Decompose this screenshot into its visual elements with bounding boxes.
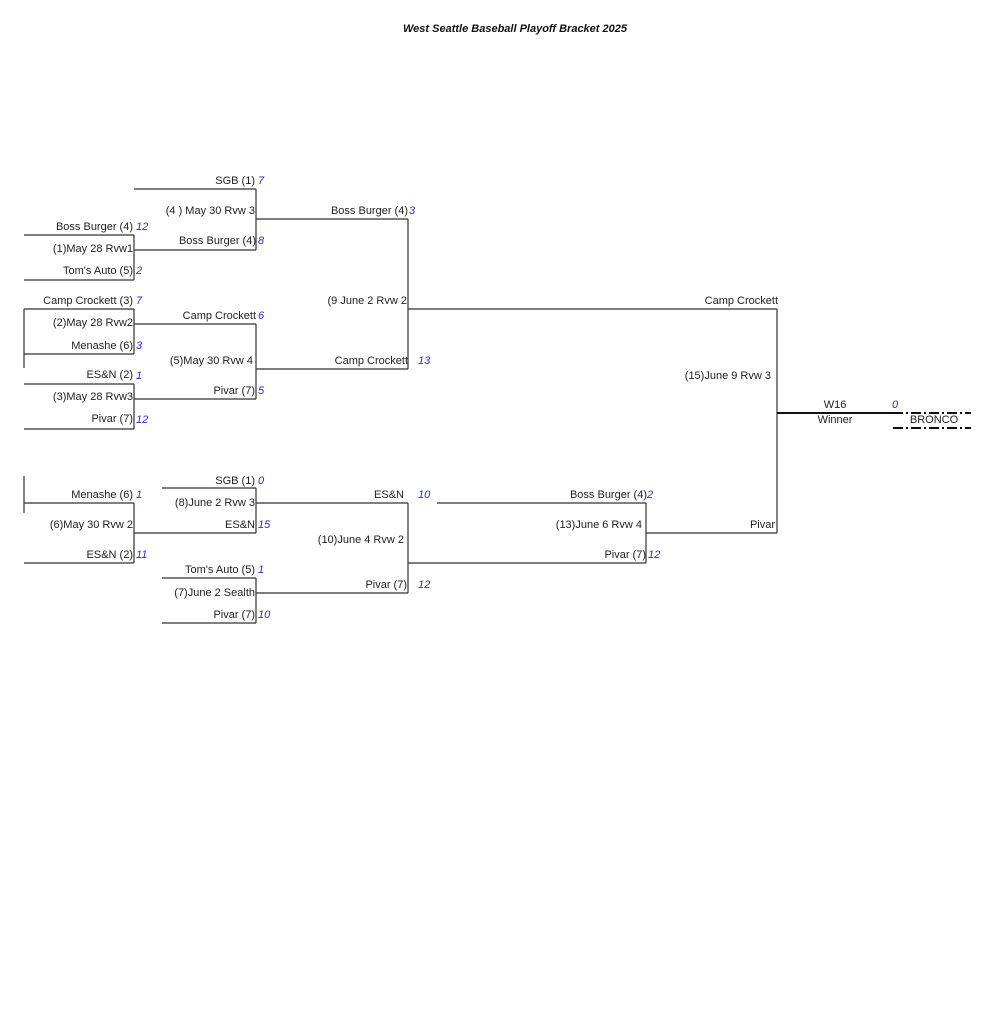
team-label: Pivar (7) — [365, 579, 407, 591]
score-label: 2 — [136, 265, 143, 277]
score-label: 12 — [418, 579, 431, 591]
game-label: (4 ) May 30 Rvw 3 — [165, 205, 255, 217]
bracket-connector-g6 — [23, 476, 256, 564]
score-label: 11 — [136, 549, 148, 561]
team-label: Tom's Auto (5) — [185, 564, 255, 576]
score-label: 12 — [136, 414, 149, 426]
score-label: 7 — [258, 175, 265, 187]
bracket-connector-g8 — [162, 487, 408, 533]
team-label: ES&N — [374, 489, 404, 501]
score-label: 3 — [136, 340, 143, 352]
team-label: Pivar — [749, 519, 775, 531]
game-label: (9 June 2 Rvw 2 — [327, 295, 407, 307]
score-label: 12 — [648, 549, 661, 561]
team-label: ES&N (2) — [86, 549, 133, 561]
bracket-connector-g13 — [437, 502, 777, 563]
page-title: West Seattle Baseball Playoff Bracket 20… — [403, 23, 627, 35]
winner-box — [893, 412, 971, 429]
bracket-connector-g3 — [24, 383, 256, 430]
game-label: (7)June 2 Sealth — [174, 587, 255, 599]
team-label: Pivar (7) — [604, 549, 646, 561]
game-label: (15)June 9 Rvw 3 — [684, 370, 771, 382]
score-label: 13 — [418, 355, 431, 367]
bracket-connector-g4 — [134, 188, 408, 250]
score-label: 12 — [136, 221, 149, 233]
game-label: (6)May 30 Rvw 2 — [49, 519, 133, 531]
score-label: 1 — [136, 370, 143, 382]
bracket-connector-g2 — [23, 308, 256, 368]
score-label: 15 — [258, 519, 271, 531]
score-label: 1 — [258, 564, 265, 576]
score-label: 10 — [258, 609, 271, 621]
team-label: Camp Crockett — [334, 355, 408, 367]
team-label: Camp Crockett (3) — [43, 295, 133, 307]
bracket-connector-g9 — [407, 219, 777, 369]
game-label: (13)June 6 Rvw 4 — [555, 519, 642, 531]
team-label: SGB (1) — [215, 175, 255, 187]
score-label: 1 — [136, 489, 143, 501]
game-label: (1)May 28 Rvw1 — [52, 243, 133, 255]
team-label: ES&N — [225, 519, 255, 531]
team-label: Tom's Auto (5) — [63, 265, 133, 277]
score-label: 6 — [258, 310, 265, 322]
game-label: (3)May 28 Rvw3 — [52, 391, 133, 403]
score-label: 0 — [892, 399, 899, 411]
game-label: (5)May 30 Rvw 4 — [169, 355, 253, 367]
game-label: (8)June 2 Rvw 3 — [174, 497, 255, 509]
team-label: Boss Burger (4) — [569, 489, 647, 501]
bracket-connector-g5 — [255, 324, 408, 399]
score-label: 2 — [647, 489, 654, 501]
team-label: Boss Burger (4) — [178, 235, 256, 247]
score-label: 10 — [418, 489, 431, 501]
bracket-connector-g15 — [776, 309, 893, 533]
team-label: Boss Burger (4) — [55, 221, 133, 233]
winner-label: Winner — [817, 414, 853, 426]
team-label: Pivar (7) — [213, 609, 255, 621]
champion-team-label: BRONCO — [909, 414, 959, 426]
bracket-connector-g10 — [407, 503, 646, 593]
team-label: SGB (1) — [215, 475, 255, 487]
bracket-connector-g7 — [162, 577, 408, 624]
team-label: ES&N (2) — [86, 369, 133, 381]
score-label: 5 — [258, 385, 265, 397]
game-label: (2)May 28 Rvw2 — [52, 317, 133, 329]
bracket-connector-g1 — [24, 234, 256, 281]
score-label: 0 — [258, 475, 265, 487]
team-label: Boss Burger (4) — [330, 205, 408, 217]
team-label: Camp Crockett — [704, 295, 778, 307]
team-label: Camp Crockett — [182, 310, 256, 322]
team-label: Menashe (6) — [71, 340, 133, 352]
team-label: Menashe (6) — [71, 489, 133, 501]
team-label: Pivar (7) — [91, 413, 133, 425]
w16-label: W16 — [823, 399, 847, 411]
score-label: 8 — [258, 235, 265, 247]
score-label: 3 — [409, 205, 416, 217]
team-label: Pivar (7) — [213, 385, 255, 397]
score-label: 7 — [136, 295, 143, 307]
game-label: (10)June 4 Rvw 2 — [317, 534, 404, 546]
